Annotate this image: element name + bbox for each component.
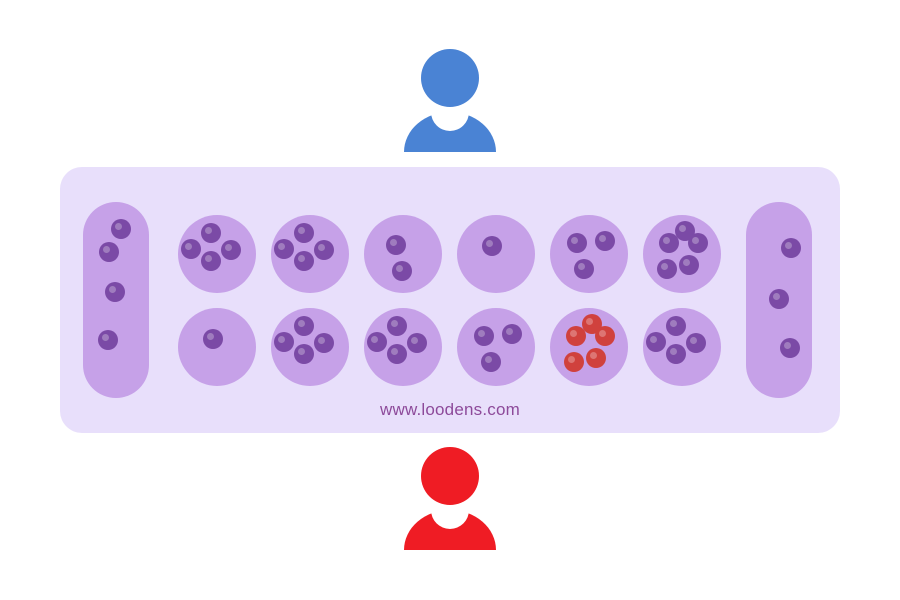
seed <box>314 333 334 353</box>
pit-top-5[interactable] <box>550 215 628 293</box>
seed <box>407 333 427 353</box>
seed <box>659 233 679 253</box>
bottom-player-avatar <box>402 446 498 550</box>
seed <box>666 344 686 364</box>
seed <box>574 259 594 279</box>
seed <box>294 344 314 364</box>
pit-top-3[interactable] <box>364 215 442 293</box>
pit-bottom-6[interactable] <box>643 308 721 386</box>
seed <box>314 240 334 260</box>
seed <box>686 333 706 353</box>
pit-bottom-3[interactable] <box>364 308 442 386</box>
seed <box>105 282 125 302</box>
seed <box>98 330 118 350</box>
seed <box>679 255 699 275</box>
seed <box>294 223 314 243</box>
seed <box>481 352 501 372</box>
mancala-board: www.loodens.com <box>60 167 840 433</box>
user-icon <box>404 447 496 550</box>
seed <box>99 242 119 262</box>
seed <box>201 251 221 271</box>
seed <box>474 326 494 346</box>
selected-seed <box>586 348 606 368</box>
selected-seed <box>564 352 584 372</box>
selected-seed <box>595 326 615 346</box>
top-player-avatar <box>402 48 498 152</box>
seed <box>181 239 201 259</box>
seed <box>688 233 708 253</box>
seed <box>595 231 615 251</box>
seed <box>274 239 294 259</box>
selected-seed <box>566 326 586 346</box>
user-icon <box>404 49 496 152</box>
seed <box>111 219 131 239</box>
watermark-text: www.loodens.com <box>379 400 520 419</box>
seed <box>387 344 407 364</box>
pit-top-6[interactable] <box>643 215 721 293</box>
seed <box>781 238 801 258</box>
pit-bottom-2[interactable] <box>271 308 349 386</box>
seed <box>294 251 314 271</box>
seed <box>646 332 666 352</box>
seed <box>387 316 407 336</box>
seed <box>201 223 221 243</box>
seed <box>666 316 686 336</box>
seed <box>294 316 314 336</box>
seed <box>386 235 406 255</box>
pit-top-1[interactable] <box>178 215 256 293</box>
seed <box>657 259 677 279</box>
seed <box>502 324 522 344</box>
pit-bottom-4[interactable] <box>457 308 535 386</box>
seed <box>221 240 241 260</box>
pit-bottom-5[interactable] <box>550 308 628 386</box>
pit-top-4[interactable] <box>457 215 535 293</box>
seed <box>274 332 294 352</box>
left-store <box>83 202 149 398</box>
seed <box>567 233 587 253</box>
seed <box>203 329 223 349</box>
seed <box>769 289 789 309</box>
seed <box>482 236 502 256</box>
seed <box>780 338 800 358</box>
seed <box>367 332 387 352</box>
pit-top-2[interactable] <box>271 215 349 293</box>
pit-bottom-1[interactable] <box>178 308 256 386</box>
right-store <box>746 202 812 398</box>
seed <box>392 261 412 281</box>
